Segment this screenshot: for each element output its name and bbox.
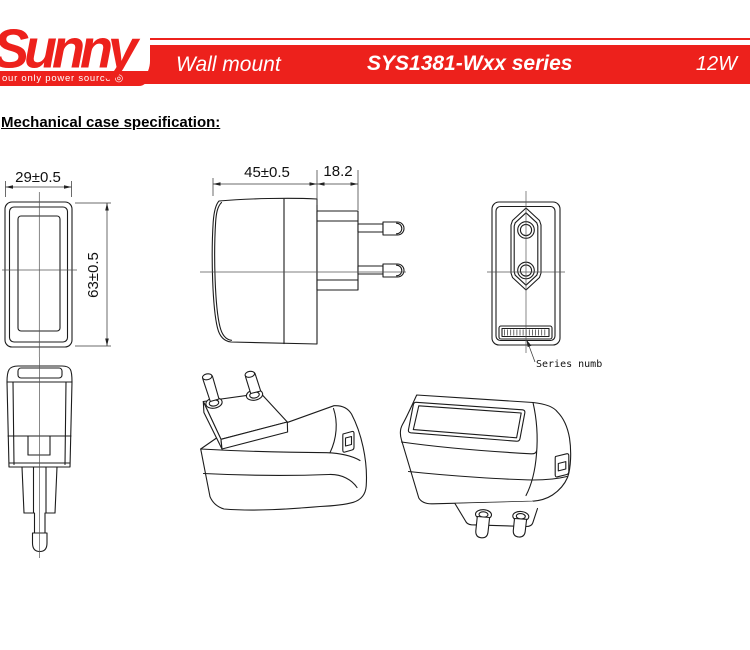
header-rule xyxy=(148,38,750,40)
front-view-centerlines xyxy=(2,192,77,357)
side-view-arrowheads xyxy=(213,182,358,186)
front-view-body xyxy=(4,201,73,348)
product-type-label: Wall mount xyxy=(176,53,281,76)
series-number-strip xyxy=(498,325,553,340)
tagline-text: our only power source xyxy=(2,73,112,84)
brand-tagline: our only power source ◎ xyxy=(0,71,148,86)
front-view-drawing: 29±0.5 63±0.5 xyxy=(2,169,111,357)
isometric-view-pins-down xyxy=(399,394,572,539)
target-circle-icon: ◎ xyxy=(114,72,124,84)
iso1-pins xyxy=(201,370,262,403)
front-view-arrowheads xyxy=(5,185,109,346)
isometric-view-pins-up xyxy=(200,370,368,511)
front-view-dim-lines xyxy=(5,181,111,347)
side-view-body xyxy=(211,197,359,345)
brand-wordmark: Sunny xyxy=(0,18,138,80)
series-number-label: Series numb xyxy=(536,359,602,370)
back-view-centerlines xyxy=(487,191,565,353)
side-view-plug-pins xyxy=(357,221,405,278)
iso2-pins xyxy=(475,515,528,539)
iso2-front-panel xyxy=(407,401,526,442)
series-title: SYS1381-Wxx series xyxy=(367,52,573,75)
brand-logo: Sunny our only power source ◎ xyxy=(0,18,150,87)
side-view-drawing: 45±0.5 18.2 xyxy=(200,163,406,345)
section-title: Mechanical case specification: xyxy=(1,114,221,131)
bottom-view-drawing xyxy=(6,357,73,558)
side-plug-dimension: 18.2 xyxy=(323,163,352,180)
wattage-label: 12W xyxy=(695,53,737,75)
front-height-dimension: 63±0.5 xyxy=(85,252,102,298)
iso2-body xyxy=(399,394,572,505)
series-leader-arrow xyxy=(526,339,536,363)
iso2-output-port xyxy=(554,453,570,478)
iso1-body xyxy=(200,405,368,511)
front-width-dimension: 29±0.5 xyxy=(15,169,61,186)
iso1-output-port xyxy=(342,430,355,453)
side-body-dimension: 45±0.5 xyxy=(244,164,290,181)
back-view-drawing: Series numb xyxy=(487,191,602,370)
